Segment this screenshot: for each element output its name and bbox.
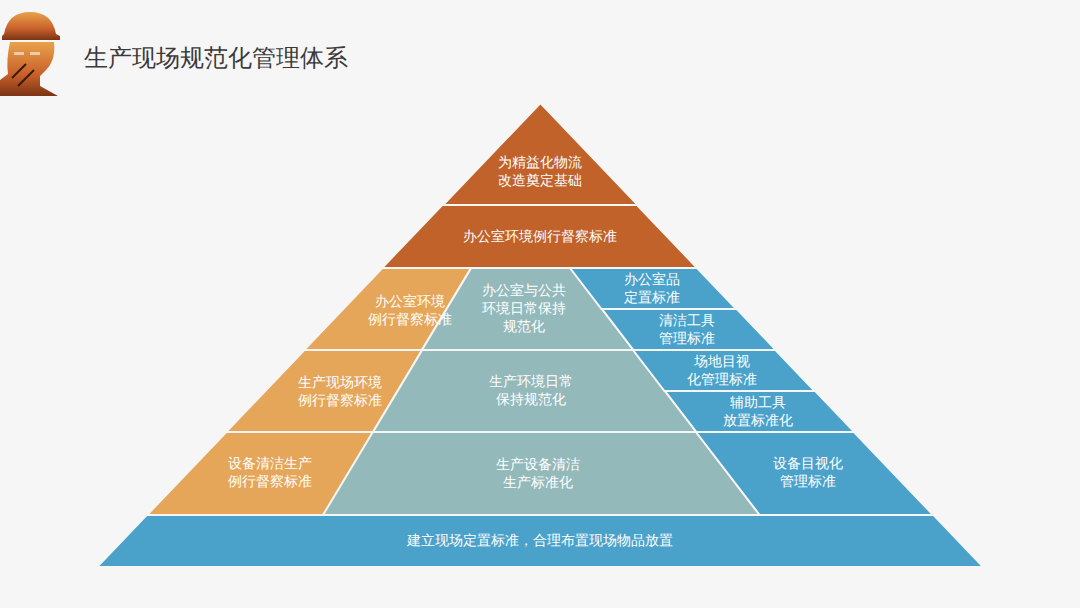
segment-label: 办公室环境 例行督察标准: [368, 293, 452, 329]
segment-label: 清洁工具 管理标准: [659, 311, 715, 347]
middle-segment: 生产设备清洁 生产标准化: [323, 432, 760, 515]
right-segment: 场地目视 化管理标准: [633, 350, 815, 391]
pyramid-base: 建立现场定置标准，合理布置现场物品放置: [97, 515, 983, 567]
segment-fill: [382, 205, 697, 268]
segment-label: 辅助工具 放置标准化: [723, 393, 793, 429]
pyramid-apex: 为精益化物流 改造奠定基础: [443, 103, 638, 205]
segment-fill: [696, 432, 933, 515]
segment-label: 设备清洁生产 例行督察标准: [228, 455, 312, 491]
segment-label: 场地目视 化管理标准: [687, 352, 757, 388]
segment-fill: [97, 515, 983, 567]
segment-shape: [443, 103, 638, 205]
segment-label: 生产设备清洁 生产标准化: [496, 455, 580, 491]
right-segment: 清洁工具 管理标准: [602, 309, 776, 350]
segment-fill: [323, 432, 760, 515]
segment-shape: [323, 432, 760, 515]
segment-shape: [696, 432, 933, 515]
right-segment: 办公室品 定置标准: [570, 268, 736, 309]
segment-label: 设备目视化 管理标准: [773, 455, 843, 491]
pyramid-band: 办公室环境例行督察标准: [382, 205, 697, 268]
worker-logo: [0, 0, 64, 96]
right-segment: 设备目视化 管理标准: [696, 432, 933, 515]
segment-fill: [443, 103, 638, 205]
right-segment: 辅助工具 放置标准化: [665, 391, 854, 432]
segment-fill: [602, 309, 776, 350]
segment-fill: [633, 350, 815, 391]
segment-label: 为精益化物流 改造奠定基础: [498, 154, 582, 190]
segment-fill: [665, 391, 854, 432]
segment-label: 办公室品 定置标准: [624, 270, 680, 306]
segment-label: 生产环境日常 保持规范化: [489, 373, 573, 409]
segment-label: 办公室与公共 环境日常保持 规范化: [482, 282, 566, 337]
slide-title: 生产现场规范化管理体系: [84, 42, 348, 74]
segment-label: 办公室环境例行督察标准: [463, 227, 617, 245]
segment-label: 生产现场环境 例行督察标准: [298, 374, 382, 410]
segment-fill: [570, 268, 736, 309]
segment-label: 建立现场定置标准，合理布置现场物品放置: [407, 532, 673, 550]
